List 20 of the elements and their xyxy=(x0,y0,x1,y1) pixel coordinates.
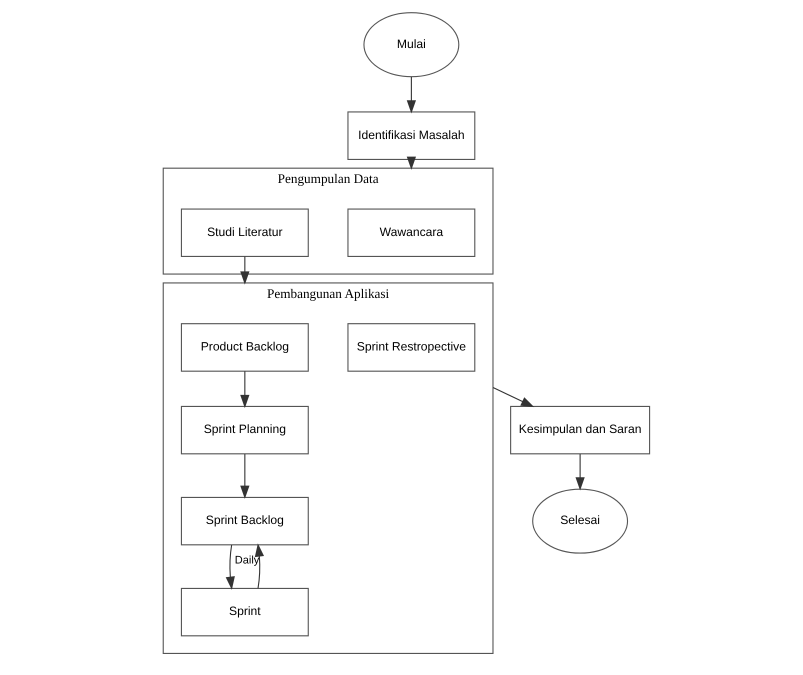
node-box: Sprint Planning xyxy=(180,406,308,454)
node-box: Product Backlog xyxy=(180,323,308,372)
node-box: Wawancara xyxy=(346,208,475,257)
arrow xyxy=(240,256,249,285)
node-box: Sprint Restropective xyxy=(346,323,475,372)
node-box: Sprint xyxy=(180,588,308,636)
node-ellipse: Mulai xyxy=(362,12,459,78)
arrow xyxy=(406,156,416,170)
edge-label: Daily xyxy=(234,554,259,567)
arrow xyxy=(406,76,416,114)
node-box: Studi Literatur xyxy=(180,208,308,257)
arrow xyxy=(254,543,264,588)
node-box: Kesimpulan dan Saran xyxy=(510,406,650,454)
arrow xyxy=(240,371,249,408)
node-box: Sprint Backlog xyxy=(180,496,308,546)
arrow xyxy=(492,386,534,408)
arrow xyxy=(574,454,584,491)
arrow xyxy=(240,454,249,499)
arrow xyxy=(225,545,234,590)
node-ellipse: Selesai xyxy=(532,488,628,554)
